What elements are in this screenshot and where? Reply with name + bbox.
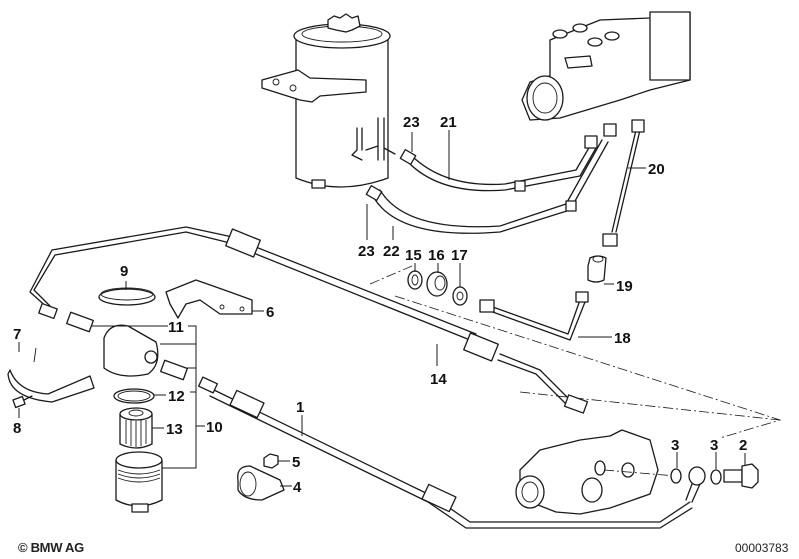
callout-18[interactable]: 18 xyxy=(614,330,631,347)
callout-22[interactable]: 22 xyxy=(383,243,400,260)
callout-1[interactable]: 1 xyxy=(296,399,304,416)
callout-19[interactable]: 19 xyxy=(616,278,633,295)
callout-21[interactable]: 21 xyxy=(440,114,457,131)
hose-clamp-4[interactable] xyxy=(237,465,285,501)
callout-4[interactable]: 4 xyxy=(293,479,302,496)
callout-11[interactable]: 11 xyxy=(168,319,184,336)
ring-9[interactable] xyxy=(98,287,156,306)
o-ring-12[interactable] xyxy=(113,388,155,404)
screw-8[interactable] xyxy=(12,395,33,409)
sealing-ring-3a[interactable] xyxy=(670,468,682,484)
leader-lines xyxy=(18,130,746,487)
callout-14[interactable]: 14 xyxy=(430,371,447,388)
callout-13[interactable]: 13 xyxy=(166,421,183,438)
seal-15[interactable] xyxy=(407,270,423,290)
callout-9[interactable]: 9 xyxy=(120,263,128,280)
callout-3b[interactable]: 3 xyxy=(710,437,718,454)
callout-16[interactable]: 16 xyxy=(428,247,445,264)
callout-3a[interactable]: 3 xyxy=(671,437,679,454)
damper-16[interactable] xyxy=(426,271,448,297)
callout-20[interactable]: 20 xyxy=(648,161,665,178)
hose-line-1[interactable] xyxy=(197,376,693,529)
callout-12[interactable]: 12 xyxy=(168,388,185,405)
pressure-hose-14[interactable] xyxy=(29,226,589,414)
hose-22[interactable] xyxy=(373,123,617,234)
callout-23b[interactable]: 23 xyxy=(358,243,375,260)
document-number: 00003783 xyxy=(735,541,789,555)
hydraulic-unit[interactable] xyxy=(521,11,691,121)
hex-nut-5[interactable] xyxy=(263,453,279,469)
callout-7[interactable]: 7 xyxy=(13,326,21,343)
pipe-20[interactable] xyxy=(602,119,645,247)
filter-housing[interactable] xyxy=(103,324,159,377)
reservoir[interactable] xyxy=(261,13,396,189)
callout-15[interactable]: 15 xyxy=(405,247,422,264)
callout-2[interactable]: 2 xyxy=(739,437,747,454)
callout-5[interactable]: 5 xyxy=(292,454,300,471)
callout-23a[interactable]: 23 xyxy=(403,114,420,131)
sealing-ring-3b[interactable] xyxy=(710,469,722,485)
filter-bowl[interactable] xyxy=(115,451,163,513)
pipe-18[interactable] xyxy=(479,291,589,341)
banjo-fitting[interactable] xyxy=(685,466,706,503)
clamp-strap-7[interactable] xyxy=(7,347,95,403)
callout-10[interactable]: 10 xyxy=(206,419,223,436)
callout-17[interactable]: 17 xyxy=(451,247,468,264)
hose-21[interactable] xyxy=(407,135,598,192)
bracket-6[interactable] xyxy=(165,279,253,319)
callout-8[interactable]: 8 xyxy=(13,420,21,437)
banjo-bolt-2[interactable] xyxy=(723,463,759,489)
callout-6[interactable]: 6 xyxy=(266,304,274,321)
washer-17[interactable] xyxy=(452,286,468,306)
hose-clips-23[interactable] xyxy=(365,149,417,201)
copyright-label: © BMW AG xyxy=(18,540,84,555)
filter-element-13[interactable] xyxy=(119,407,153,449)
power-steering-pump[interactable] xyxy=(515,429,677,515)
adapter-fittings-11[interactable] xyxy=(38,302,188,381)
grommet-19[interactable] xyxy=(587,255,607,283)
